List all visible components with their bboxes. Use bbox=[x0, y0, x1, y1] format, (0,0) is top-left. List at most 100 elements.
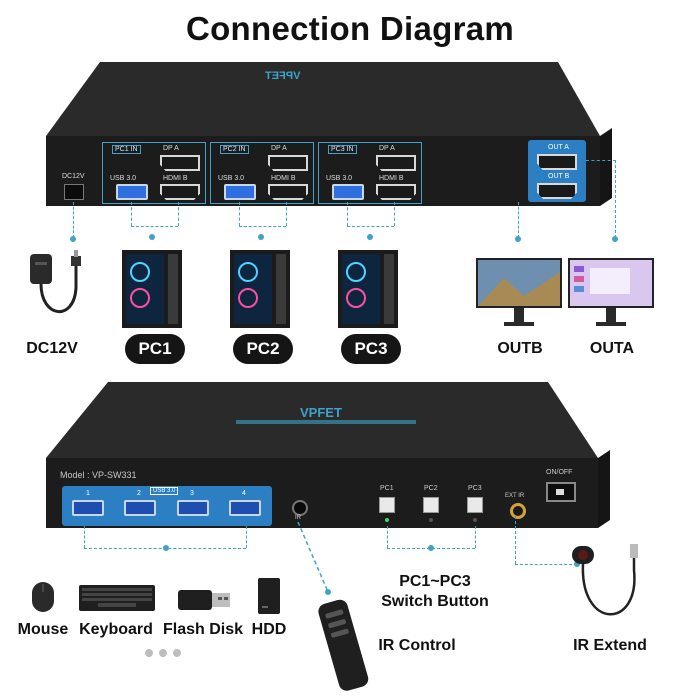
switch-button-label-line1: PC1~PC3 bbox=[399, 573, 471, 590]
pc1-in-label: PC1 IN bbox=[112, 145, 141, 154]
pc2-hdmi-port bbox=[268, 184, 308, 200]
pc1-connector-bar bbox=[131, 226, 178, 227]
pc3-usb-label: USB 3.0 bbox=[326, 175, 353, 182]
pc2-connector-bar bbox=[239, 226, 286, 227]
usb-port-1 bbox=[72, 500, 104, 516]
monitor-outb-icon bbox=[476, 258, 562, 326]
ir-control-connector bbox=[297, 521, 331, 595]
ir-remote-icon bbox=[318, 599, 369, 691]
out-a-label: OUT A bbox=[548, 144, 569, 151]
pc1-hdmi-label: HDMI B bbox=[163, 175, 188, 182]
pc1-connector-line-2 bbox=[178, 202, 179, 226]
pc2-connector-dot bbox=[258, 234, 264, 240]
model-label: Model : VP-SW331 bbox=[60, 470, 137, 480]
keyboard-icon bbox=[79, 585, 155, 611]
pc1-usb-port bbox=[116, 184, 148, 200]
usb-port-4-number: 4 bbox=[242, 490, 246, 497]
ext-ir-label: EXT IR bbox=[505, 493, 525, 499]
bottom-brand-logo: VPFET bbox=[300, 405, 342, 420]
keyboard-label: Keyboard bbox=[79, 621, 153, 638]
dc-connector-dot bbox=[70, 236, 76, 242]
ir-receiver bbox=[292, 500, 308, 516]
power-switch-rocker bbox=[556, 489, 564, 495]
switch-connector-right bbox=[475, 526, 476, 548]
usb-port-2 bbox=[124, 500, 156, 516]
switch-button-label-line2: Switch Button bbox=[381, 593, 489, 610]
pc2-hdmi-label: HDMI B bbox=[271, 175, 296, 182]
usb-port-1-number: 1 bbox=[86, 490, 90, 497]
monitor-outa-icon bbox=[568, 258, 654, 326]
pc2-connector-line bbox=[239, 202, 240, 226]
ir-port-label: IR bbox=[295, 515, 301, 521]
power-switch-label: ON/OFF bbox=[546, 469, 573, 476]
more-dot-2 bbox=[159, 649, 167, 657]
pc2-usb-label: USB 3.0 bbox=[218, 175, 245, 182]
outb-connector-line bbox=[518, 202, 519, 238]
pc2-usb-port bbox=[224, 184, 256, 200]
pc2-connector-line-2 bbox=[286, 202, 287, 226]
switch-connector-dot bbox=[428, 545, 434, 551]
ext-ir-connector-dot bbox=[574, 561, 580, 567]
mouse-icon bbox=[32, 582, 54, 612]
pc3-hdmi-port bbox=[376, 184, 416, 200]
ext-ir-connector-bar bbox=[515, 564, 577, 565]
pc1-usb-label: USB 3.0 bbox=[110, 175, 137, 182]
pc1-port-group bbox=[102, 142, 206, 204]
pc3-pill-label: PC3 bbox=[341, 334, 401, 364]
pc3-port-group bbox=[318, 142, 422, 204]
dc12v-label: DC12V bbox=[26, 340, 78, 357]
pc1-pill-label: PC1 bbox=[125, 334, 185, 364]
pc2-tower-icon bbox=[230, 250, 290, 328]
pc2-led bbox=[429, 518, 433, 522]
pc2-dp-label: DP A bbox=[271, 145, 287, 152]
usb-connector-dot bbox=[163, 545, 169, 551]
pc3-connector-line bbox=[347, 202, 348, 226]
pc1-led bbox=[385, 518, 389, 522]
pc2-button-label: PC2 bbox=[424, 485, 438, 492]
brand-subtitle-bar bbox=[236, 420, 416, 424]
mouse-label: Mouse bbox=[17, 621, 69, 638]
pc2-pill-label: PC2 bbox=[233, 334, 293, 364]
ir-extender-icon bbox=[572, 544, 638, 616]
more-dot-1 bbox=[145, 649, 153, 657]
ext-ir-jack bbox=[510, 503, 526, 519]
pc2-port-group bbox=[210, 142, 314, 204]
pc3-connector-dot bbox=[367, 234, 373, 240]
top-brand-logo: VPFET bbox=[265, 70, 301, 82]
pc3-hdmi-label: HDMI B bbox=[379, 175, 404, 182]
pc1-connector-line bbox=[131, 202, 132, 226]
pc3-switch-button[interactable] bbox=[467, 497, 483, 513]
pc3-dp-port bbox=[376, 155, 416, 171]
pc1-dp-port bbox=[160, 155, 200, 171]
more-dot-3 bbox=[173, 649, 181, 657]
ir-control-label: IR Control bbox=[378, 637, 456, 654]
hdd-icon bbox=[258, 578, 280, 614]
pc3-led bbox=[473, 518, 477, 522]
ext-ir-connector-line bbox=[515, 516, 516, 564]
pc3-dp-label: DP A bbox=[379, 145, 395, 152]
outa-connector-bar bbox=[586, 160, 616, 161]
pc3-connector-line-2 bbox=[394, 202, 395, 226]
pc1-connector-dot bbox=[149, 234, 155, 240]
pc2-switch-button[interactable] bbox=[423, 497, 439, 513]
hdd-label: HDD bbox=[251, 621, 287, 638]
flash-disk-label: Flash Disk bbox=[162, 621, 244, 638]
outa-connector-dot bbox=[612, 236, 618, 242]
pc3-button-label: PC3 bbox=[468, 485, 482, 492]
usb-connector-right bbox=[246, 526, 247, 548]
dc-connector-line bbox=[73, 202, 74, 238]
usb-connector-left bbox=[84, 526, 85, 548]
outa-connector-line bbox=[615, 160, 616, 238]
out-b-label: OUT B bbox=[548, 173, 570, 180]
switch-connector-left bbox=[387, 526, 388, 548]
usb-port-3 bbox=[177, 500, 209, 516]
pc1-switch-button[interactable] bbox=[379, 497, 395, 513]
flash-disk-icon bbox=[178, 590, 230, 610]
pc1-button-label: PC1 bbox=[380, 485, 394, 492]
pc1-tower-icon bbox=[122, 250, 182, 328]
outb-connector-dot bbox=[515, 236, 521, 242]
pc3-usb-port bbox=[332, 184, 364, 200]
pc2-in-label: PC2 IN bbox=[220, 145, 249, 154]
pc3-connector-bar bbox=[347, 226, 394, 227]
pc1-dp-label: DP A bbox=[163, 145, 179, 152]
